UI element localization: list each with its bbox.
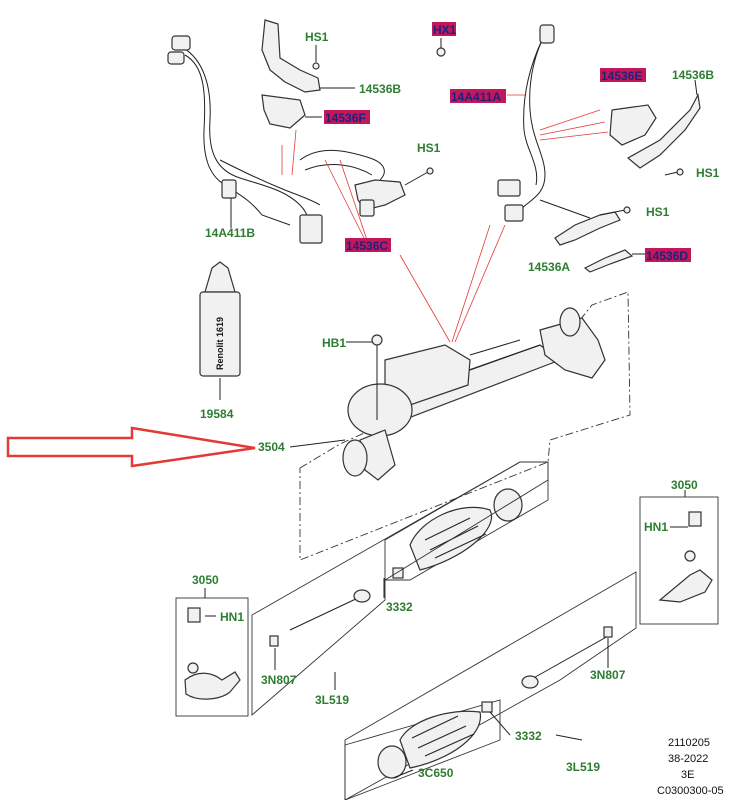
footer-line2: 38-2022 (668, 753, 708, 765)
fastener-hx1 (436, 38, 446, 57)
bracket-14536e (609, 104, 657, 146)
wiring-harness-14a411b (167, 35, 323, 244)
label-hb1: HB1 (322, 336, 346, 350)
bracket-14536b-right (626, 79, 701, 176)
boot-assembly-lower (344, 699, 511, 800)
label-3050-left: 3050 (192, 573, 219, 587)
label-3l519-right: 3L519 (566, 760, 600, 774)
label-hs1-mid: HS1 (417, 141, 441, 155)
tie-rod-end-left (175, 588, 249, 717)
label-3n807-right: 3N807 (590, 668, 626, 682)
bracket-14536b-left (261, 19, 355, 93)
label-3n807-left: 3N807 (261, 673, 297, 687)
steering-gear-3504 (299, 291, 631, 561)
label-14536c: 14536C (346, 239, 388, 253)
document-footer: 2110205 38-2022 3E C0300300-05 (657, 737, 724, 797)
bracket-14536d (583, 249, 645, 273)
label-14a411b: 14A411B (205, 226, 255, 240)
label-14536f: 14536F (325, 111, 366, 125)
label-3l519-left: 3L519 (315, 693, 349, 707)
label-14536b-right: 14536B (672, 68, 714, 82)
footer-line1: 2110205 (668, 737, 710, 749)
tube-label: Renolit 1619 (215, 317, 225, 370)
grease-tube-19584: Renolit 1619 (199, 261, 241, 400)
label-hn1-right: HN1 (644, 520, 668, 534)
footer-line3: 3E (681, 769, 694, 781)
label-14a411a: 14A411A (451, 90, 501, 104)
label-hs1-right: HS1 (696, 166, 720, 180)
label-hs1-lower: HS1 (646, 205, 670, 219)
label-hn1-left: HN1 (220, 610, 244, 624)
label-3332-lower: 3332 (515, 729, 542, 743)
label-19584: 19584 (200, 407, 234, 421)
label-group: HS1 14536B 14536F 14A411B HS1 14536C HX1… (192, 22, 720, 780)
label-14536e: 14536E (601, 69, 642, 83)
wiring-harness-14a411a (497, 24, 609, 222)
label-3050-right: 3050 (671, 478, 698, 492)
label-hx1: HX1 (433, 23, 457, 37)
label-14536b-left: 14536B (359, 82, 401, 96)
wiring-harness-middle (281, 129, 434, 241)
label-14536d: 14536D (646, 249, 688, 263)
footer-line4: C0300300-05 (657, 785, 724, 797)
label-14536a: 14536A (528, 260, 570, 274)
clip-14536f (261, 94, 322, 129)
label-hs1-top: HS1 (305, 30, 329, 44)
bracket-14536a (539, 199, 631, 246)
tie-rod-left (251, 461, 549, 716)
highlight-arrow (6, 426, 256, 468)
tie-rod-end-right (639, 490, 719, 625)
label-3332-upper: 3332 (386, 600, 413, 614)
label-3504: 3504 (258, 440, 285, 454)
label-3c650: 3C650 (418, 766, 454, 780)
